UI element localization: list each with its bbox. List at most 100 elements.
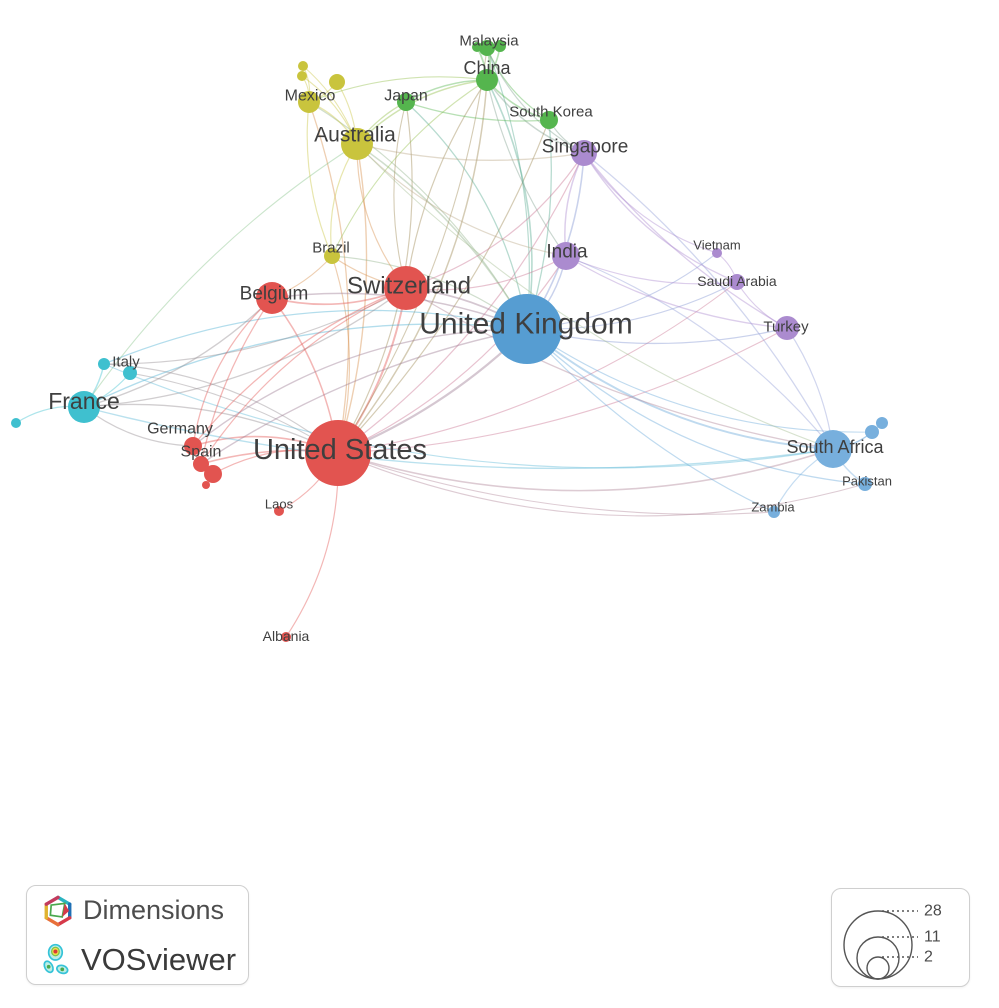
node-laos[interactable] xyxy=(274,506,284,516)
node-b2[interactable] xyxy=(876,417,888,429)
label-zambia[interactable]: Zambia xyxy=(751,500,795,515)
node-germany[interactable] xyxy=(184,437,202,455)
label-brazil[interactable]: Brazil xyxy=(312,240,350,257)
node-australia[interactable] xyxy=(341,128,373,160)
node-r2[interactable] xyxy=(202,481,210,489)
edge-us-tr xyxy=(337,327,788,454)
label-australia[interactable]: Australia xyxy=(314,124,396,147)
node-united-states[interactable] xyxy=(305,420,371,486)
label-italy[interactable]: Italy xyxy=(112,354,140,371)
node-switzerland[interactable] xyxy=(384,266,428,310)
node-b1[interactable] xyxy=(865,425,879,439)
node-france[interactable] xyxy=(68,391,100,423)
label-laos[interactable]: Laos xyxy=(265,497,294,512)
edge-us-au xyxy=(337,143,368,454)
edge-it-za xyxy=(103,363,834,469)
nodes-layer xyxy=(11,40,888,642)
edge-uk-zm xyxy=(526,328,775,513)
node-g2[interactable] xyxy=(494,40,506,52)
legend-value-2: 2 xyxy=(924,949,933,966)
edge-ch-za xyxy=(405,287,834,450)
node-japan[interactable] xyxy=(397,93,415,111)
node-y3[interactable] xyxy=(297,71,307,81)
edge-cn-sg xyxy=(486,79,585,154)
label-saudi-arabia[interactable]: Saudi Arabia xyxy=(697,273,777,289)
label-switzerland[interactable]: Switzerland xyxy=(347,273,471,300)
dimensions-label: Dimensions xyxy=(83,895,225,925)
edge-uk-my xyxy=(486,47,530,330)
edge-ch-sg xyxy=(405,152,585,289)
edge-my-kr xyxy=(486,47,550,121)
branding-card: Dimensions VOSviewer xyxy=(26,885,249,985)
node-pakistan[interactable] xyxy=(858,477,872,491)
label-vietnam[interactable]: Vietnam xyxy=(693,238,740,253)
edge-my-sg xyxy=(486,47,585,154)
label-japan[interactable]: Japan xyxy=(384,88,428,105)
edge-us-mx xyxy=(308,101,350,454)
label-belgium[interactable]: Belgium xyxy=(240,284,309,305)
label-mexico[interactable]: Mexico xyxy=(285,88,336,105)
node-g1[interactable] xyxy=(472,42,482,52)
legend-circle-28 xyxy=(843,910,913,980)
node-turkey[interactable] xyxy=(775,316,799,340)
label-united-states[interactable]: United States xyxy=(253,434,427,466)
node-y2[interactable] xyxy=(298,61,308,71)
edge-fr-be xyxy=(83,297,273,408)
node-y1[interactable] xyxy=(329,74,345,90)
dimensions-icon xyxy=(44,895,72,926)
node-singapore[interactable] xyxy=(571,140,597,166)
node-china[interactable] xyxy=(476,69,498,91)
edge-us-in xyxy=(337,255,567,454)
edge-au-sg xyxy=(356,143,585,161)
node-malaysia[interactable] xyxy=(479,40,495,56)
edge-us-za xyxy=(337,448,834,492)
edge-cn-in xyxy=(486,79,567,257)
node-brazil[interactable] xyxy=(324,248,340,264)
node-saudi-arabia[interactable] xyxy=(729,274,745,290)
label-south-africa[interactable]: South Africa xyxy=(786,437,884,457)
edge-ch-es xyxy=(200,287,407,465)
label-france[interactable]: France xyxy=(48,388,120,414)
node-united-kingdom[interactable] xyxy=(492,294,562,364)
edge-uk-za xyxy=(526,328,834,450)
legend-value-11: 11 xyxy=(924,929,941,946)
dimensions-logo[interactable]: Dimensions xyxy=(27,886,248,935)
label-spain[interactable]: Spain xyxy=(181,444,222,461)
label-singapore[interactable]: Singapore xyxy=(542,137,629,158)
edge-us-it xyxy=(103,363,339,454)
node-south-korea[interactable] xyxy=(540,111,558,129)
vosviewer-logo[interactable]: VOSviewer xyxy=(27,935,248,984)
label-south-korea[interactable]: South Korea xyxy=(509,104,593,121)
node-vietnam[interactable] xyxy=(712,248,722,258)
label-malaysia[interactable]: Malaysia xyxy=(459,33,519,50)
edge-us-zm xyxy=(337,452,775,515)
node-india[interactable] xyxy=(552,242,580,270)
legend-value-28: 28 xyxy=(924,903,942,920)
node-italy[interactable] xyxy=(98,358,110,370)
size-legend: 28 11 2 xyxy=(831,888,970,987)
node-i2[interactable] xyxy=(123,366,137,380)
label-china[interactable]: China xyxy=(463,58,511,78)
label-united-kingdom[interactable]: United Kingdom xyxy=(419,308,632,341)
label-germany[interactable]: Germany xyxy=(147,421,213,438)
label-india[interactable]: India xyxy=(546,242,588,263)
node-zambia[interactable] xyxy=(768,506,780,518)
edge-sg-tr xyxy=(583,152,788,329)
node-spain[interactable] xyxy=(193,456,209,472)
node-c1[interactable] xyxy=(11,418,21,428)
edge-uk-pk xyxy=(526,328,866,485)
node-albania[interactable] xyxy=(281,632,291,642)
node-mexico[interactable] xyxy=(298,91,320,113)
node-belgium[interactable] xyxy=(256,282,288,314)
label-albania[interactable]: Albania xyxy=(263,628,310,644)
edge-it-ch xyxy=(103,287,407,365)
label-pakistan[interactable]: Pakistan xyxy=(842,474,892,489)
edge-cn-mx xyxy=(308,76,488,103)
edge-cn-ch xyxy=(405,79,488,289)
node-south-africa[interactable] xyxy=(814,430,852,468)
label-turkey[interactable]: Turkey xyxy=(763,319,809,336)
edge-in-tr xyxy=(565,255,788,329)
node-r1[interactable] xyxy=(204,465,222,483)
